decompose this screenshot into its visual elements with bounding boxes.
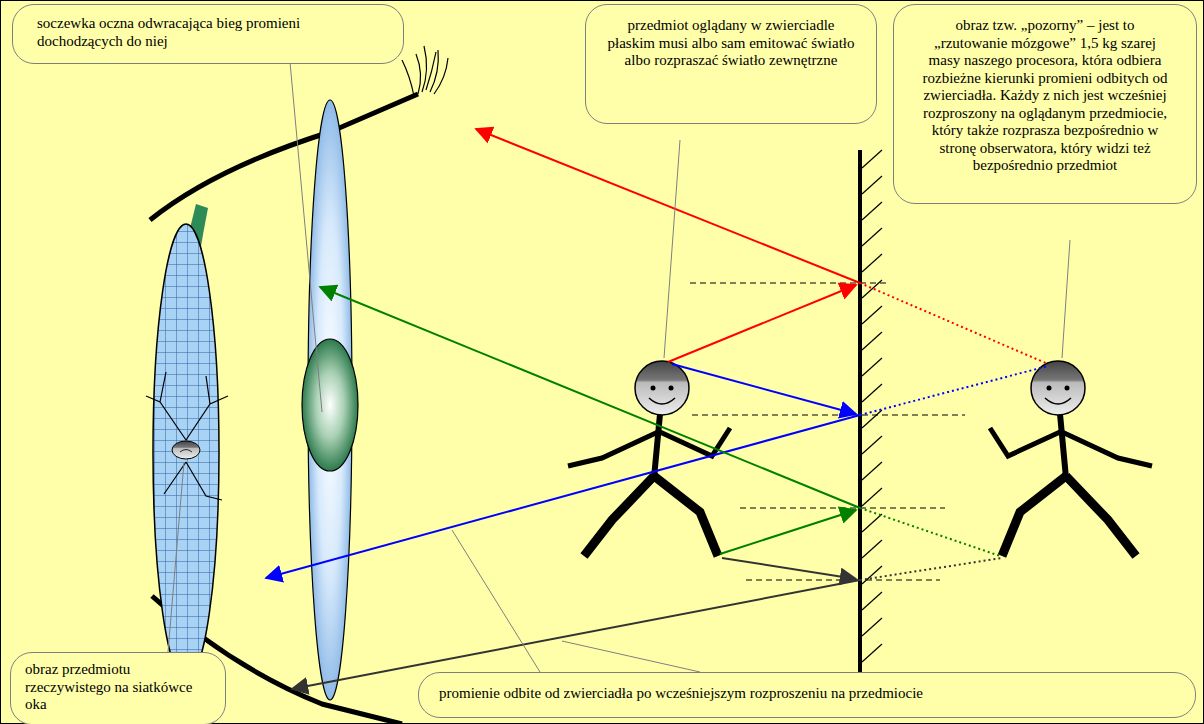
callout-text: obraz tzw. „pozorny” – jest to „rzutowan… [920, 17, 1170, 175]
callout-text: soczewka oczna odwracająca bieg promieni… [37, 15, 379, 50]
callout-box: obraz tzw. „pozorny” – jest to „rzutowan… [893, 4, 1197, 204]
callout-box: obraz przedmiotu rzeczywistego na siatkó… [10, 652, 226, 724]
callout-box: przedmiot oglądany w zwierciadle płaskim… [585, 4, 877, 124]
callout-text: promienie odbite od zwierciadła po wcześ… [439, 685, 1175, 703]
callout-text: przedmiot oglądany w zwierciadle płaskim… [602, 17, 860, 70]
callout-box: soczewka oczna odwracająca bieg promieni… [12, 4, 404, 64]
callout-text: obraz przedmiotu rzeczywistego na siatkó… [25, 661, 211, 714]
callout-box: promienie odbite od zwierciadła po wcześ… [418, 672, 1196, 718]
